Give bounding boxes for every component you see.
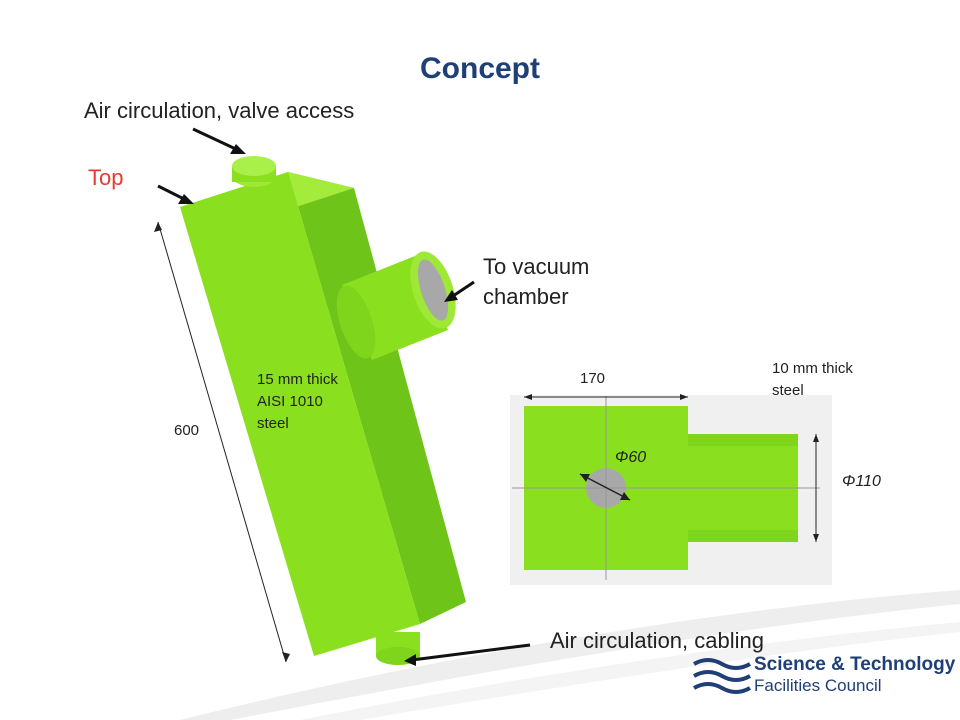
label-vacuum-line2: chamber — [483, 284, 569, 309]
dimension-height: 600 — [174, 422, 200, 439]
label-top-access: Air circulation, valve access — [84, 98, 355, 123]
label-top: Top — [88, 165, 124, 190]
label-material-line2: AISI 1010 — [257, 393, 323, 410]
label-tube: 10 mm thick steel — [772, 358, 853, 402]
slide-title: Concept — [420, 52, 540, 85]
swoosh-decoration — [180, 590, 960, 720]
label-vacuum-line1: To vacuum — [483, 254, 590, 279]
stfc-logo-mark — [693, 658, 751, 694]
dimension-width: 170 — [580, 370, 606, 387]
section-view-2d — [510, 394, 832, 585]
label-tube-line1: 10 mm thick — [772, 360, 853, 377]
label-material: 15 mm thick AISI 1010 steel — [257, 369, 338, 435]
dimension-tube: Φ110 — [842, 473, 881, 490]
label-material-line3: steel — [257, 415, 289, 432]
main-box-3d — [180, 156, 466, 665]
label-material-line1: 15 mm thick — [257, 371, 338, 388]
height-dimension-line — [157, 221, 287, 663]
label-tube-line2: steel — [772, 382, 804, 399]
logo-line1: Science & Technology — [754, 654, 956, 675]
dimension-hole: Φ60 — [615, 449, 647, 466]
label-vacuum: To vacuum chamber — [483, 252, 589, 312]
logo-line2: Facilities Council — [754, 676, 882, 695]
label-bottom-access: Air circulation, cabling — [550, 628, 764, 653]
